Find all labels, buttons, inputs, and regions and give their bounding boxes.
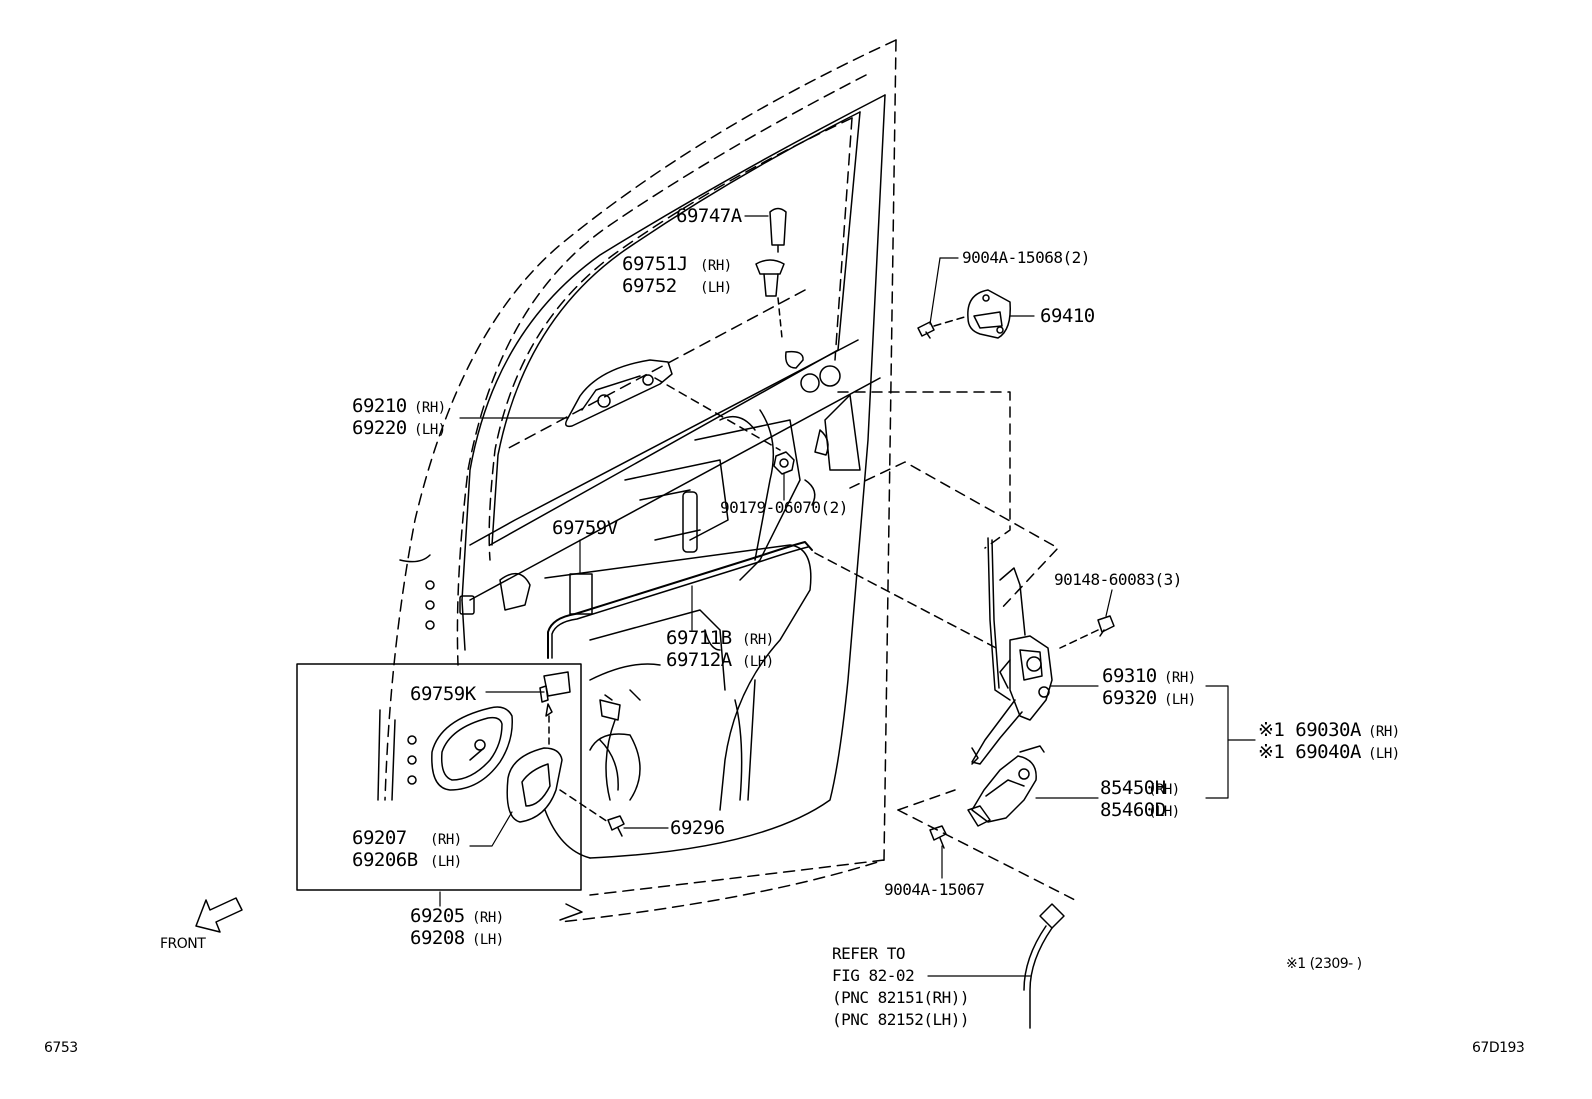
inside-handle-bezel [506,747,563,823]
wire-harness [1023,903,1065,1029]
part-85460d-label: 85460D [1100,799,1166,821]
cable-dashed-line [814,552,1001,651]
part-69751j-label: 69751J [622,253,688,275]
front-label: FRONT [160,936,206,952]
part-85460d-side-label: (LH) [1148,804,1180,820]
part-69410-label: 69410 [1040,305,1095,327]
part-69296-label: 69296 [670,817,725,839]
part-69220-side-label: (LH) [414,422,446,438]
part-69030a-label: ※1 69030A [1258,719,1361,741]
refer-line-2: FIG 82-02 [832,966,915,985]
control-cable-inner [551,546,809,659]
door-clip [755,259,785,297]
part-69712a-side-label: (LH) [742,654,774,670]
door-outline [384,39,897,923]
part-69759k-label: 69759K [410,683,476,705]
part-69205-label: 69205 [410,905,465,927]
part-69320-side-label: (LH) [1164,692,1196,708]
leader-lines [439,215,1256,977]
handle-dashed-line [654,377,781,451]
striker-dashed-line [933,315,969,327]
door-lock-assembly [971,537,1053,765]
part-69210-label: 69210 [352,395,407,417]
part-85450h-label: 85450H [1100,777,1166,799]
part-69712a-label: 69712A [666,649,732,671]
door-inner-panel [377,94,886,921]
part-69207-side-label: (RH) [430,832,462,848]
bezel-clip [539,671,571,717]
part-85450h-side-label: (RH) [1148,782,1180,798]
part-69207-label: 69207 [352,827,407,849]
refer-line-1: REFER TO [832,944,906,963]
part-9004a-15068-label: 9004A-15068(2) [962,248,1090,267]
part-69752-side-label: (LH) [700,280,732,296]
part-69711b-label: 69711B [666,627,732,649]
part-69205-side-label: (RH) [472,910,504,926]
part-69040a-label: ※1 69040A [1258,741,1361,763]
part-69310-label: 69310 [1102,665,1157,687]
screw-upper [917,321,935,339]
lock-screw-dashed-line [1059,629,1099,649]
handle-screw-dashed-line [559,789,609,823]
part-69208-side-label: (LH) [472,932,504,948]
part-69320-label: 69320 [1102,687,1157,709]
inside-handle-box [296,663,582,891]
screw-lock [1097,615,1115,637]
part-69747a-label: 69747A [676,205,742,227]
part-69752-label: 69752 [622,275,677,297]
part-69040a-side-label: (LH) [1368,746,1400,762]
control-cable [547,541,813,659]
phantom-lines [837,391,1076,901]
part-90148-label: 90148-60083(3) [1054,570,1182,589]
part-69759v-label: 69759V [552,517,618,539]
outside-door-handle [565,359,673,428]
sheet-code-right: 67D193 [1472,1040,1525,1056]
date-note: ※1 (2309- ) [1286,956,1362,972]
door-lock-actuator [967,745,1045,827]
door-pin [769,207,787,253]
refer-line-3: (PNC 82151(RH)) [832,988,970,1007]
protector-pad [569,573,593,615]
door-lock-striker [967,289,1011,339]
clip-leader-dashed [777,297,783,339]
part-69206b-label: 69206B [352,849,418,871]
part-69210-side-label: (RH) [414,400,446,416]
inside-door-handle [431,706,513,791]
screw-lower [929,825,947,849]
part-69751j-side-label: (RH) [700,258,732,274]
part-69711b-side-label: (RH) [742,632,774,648]
refer-line-4: (PNC 82152(LH)) [832,1010,970,1029]
part-69310-side-label: (RH) [1164,670,1196,686]
nut [773,451,795,475]
part-9004a-15067-label: 9004A-15067 [884,880,985,899]
part-90179-label: 90179-06070(2) [720,498,848,517]
part-69220-label: 69220 [352,417,407,439]
sheet-code-left: 6753 [44,1040,78,1056]
screw-handle [607,815,625,837]
part-69030a-side-label: (RH) [1368,724,1400,740]
part-69206b-side-label: (LH) [430,854,462,870]
front-arrow-icon [195,897,243,933]
part-69208-label: 69208 [410,927,465,949]
